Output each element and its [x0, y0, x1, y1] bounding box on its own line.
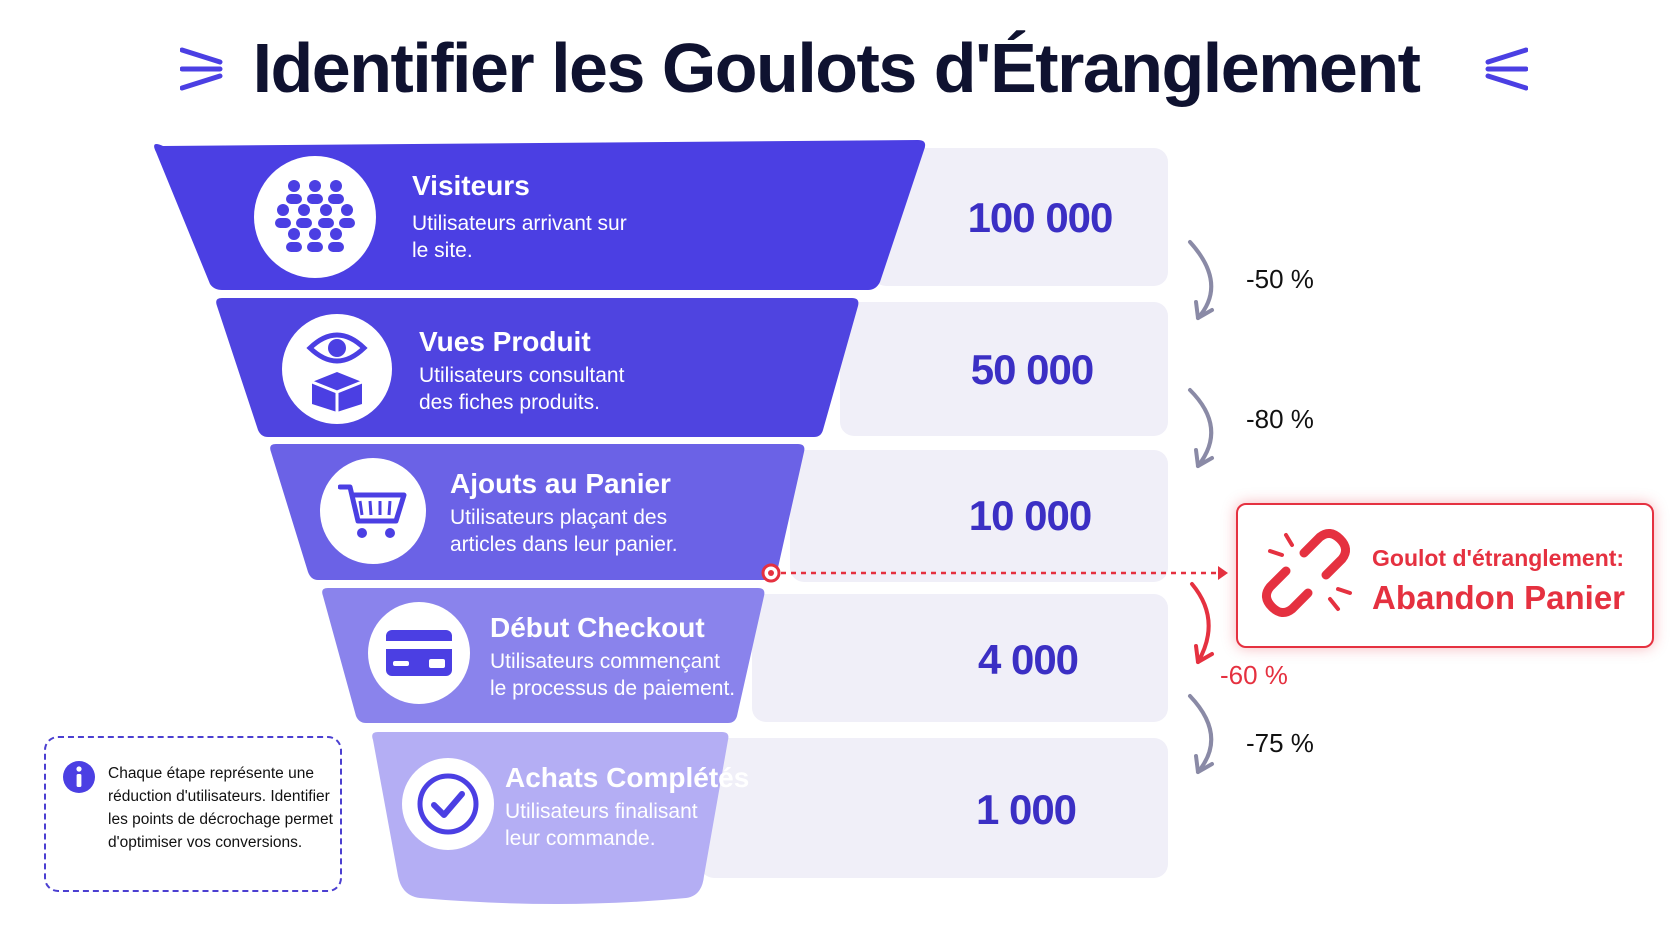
drop-arrow-1-icon — [1188, 240, 1214, 320]
people-group-icon — [275, 180, 355, 252]
stage-title-vues-produit: Vues Produit — [419, 326, 591, 357]
value-card-ajouts-panier — [790, 450, 1168, 582]
bottleneck-callout: Goulot d'étranglement: Abandon Panier — [1236, 503, 1654, 648]
value-card-debut-checkout — [752, 594, 1168, 722]
stage-desc-ajouts-panier: Utilisateurs plaçant des articles dans l… — [450, 506, 678, 556]
stage-value-visiteurs: 100 000 — [967, 194, 1114, 241]
info-icon — [63, 761, 95, 793]
drop-label-1: -50 % — [1246, 264, 1314, 294]
stage-title-visiteurs: Visiteurs — [412, 170, 530, 201]
broken-chain-icon — [1262, 529, 1352, 617]
value-card-vues-produit — [840, 302, 1168, 436]
stage-title-achats-completes: Achats Complétés — [505, 762, 750, 793]
eye-box-icon — [306, 332, 368, 412]
stage-value-achats-completes: 1 000 — [975, 786, 1077, 833]
stage-value-debut-checkout: 4 000 — [977, 636, 1079, 683]
info-note: Chaque étape représente une réduction d'… — [44, 736, 342, 892]
drop-arrow-2-icon — [1188, 388, 1214, 468]
value-card-achats-completes — [700, 738, 1168, 878]
stage-value-ajouts-panier: 10 000 — [968, 492, 1092, 539]
stage-title-debut-checkout: Début Checkout — [490, 612, 705, 643]
title-right-decoration-icon — [1485, 47, 1528, 91]
drop-label-2: -80 % — [1246, 404, 1314, 434]
bottleneck-value: Abandon Panier — [1372, 579, 1626, 616]
stage-desc-vues-produit: Utilisateurs consultant des fiches produ… — [419, 364, 625, 414]
stage-icon-debut-checkout — [368, 602, 470, 704]
stage-icon-vues-produit — [282, 314, 392, 424]
drop-label-3: -60 % — [1220, 660, 1288, 690]
drop-arrow-4-icon — [1188, 694, 1214, 774]
drop-arrow-3-icon — [1190, 582, 1211, 664]
bottleneck-label: Goulot d'étranglement: — [1372, 545, 1625, 571]
value-card-visiteurs — [872, 148, 1168, 286]
stage-title-ajouts-panier: Ajouts au Panier — [450, 468, 671, 499]
stage-icon-visiteurs — [254, 156, 376, 278]
credit-card-icon — [386, 630, 452, 676]
stage-value-vues-produit: 50 000 — [970, 346, 1094, 393]
stage-desc-debut-checkout: Utilisateurs commençant le processus de … — [490, 650, 736, 700]
stage-icon-achats-completes — [402, 758, 494, 850]
drop-label-4: -75 % — [1246, 728, 1314, 758]
cart-icon — [338, 484, 407, 538]
stage-desc-visiteurs: Utilisateurs arrivant sur le site. — [412, 212, 627, 262]
check-circle-icon — [417, 773, 479, 835]
stage-desc-achats-completes: Utilisateurs finalisant leur commande. — [505, 800, 698, 850]
page-title: Identifier les Goulots d'Étranglement — [252, 29, 1421, 107]
info-text: Chaque étape représente une réduction d'… — [108, 765, 333, 851]
stage-icon-ajouts-panier — [320, 458, 426, 564]
title-left-decoration-icon — [180, 47, 223, 91]
